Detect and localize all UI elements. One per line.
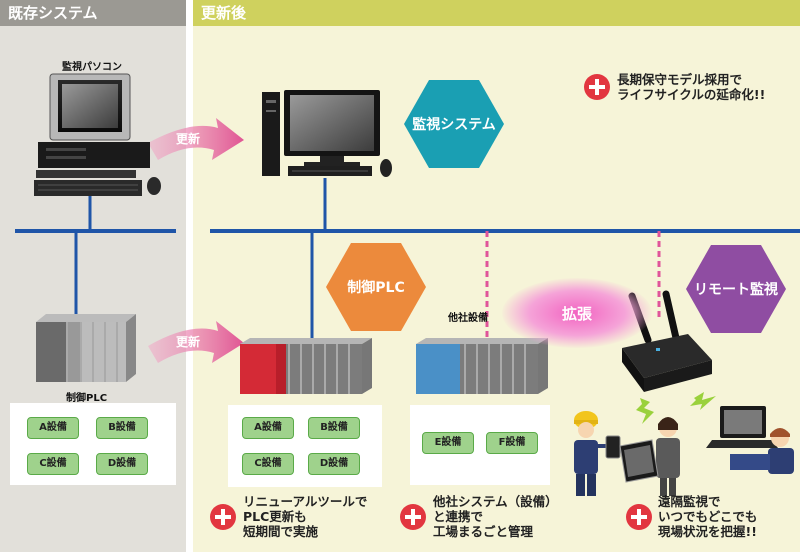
monitor-pc-label: 監視パソコン — [62, 62, 122, 73]
equipment-b-new: B設備 — [308, 417, 360, 439]
equipment-d-old: D設備 — [96, 453, 148, 475]
man-with-laptop-icon — [706, 406, 794, 474]
equipment-b-old: B設備 — [96, 417, 148, 439]
existing-system-header: 既存システム — [0, 0, 186, 26]
equipment-a-old: A設備 — [27, 417, 79, 439]
integration-plus-icon — [400, 504, 426, 530]
update-arrow-top-text: 更新 — [176, 131, 200, 146]
wireless-signal-icons — [636, 392, 716, 424]
equipment-c-old: C設備 — [27, 453, 79, 475]
old-plc-label: 制御PLC — [66, 393, 108, 404]
remote-monitoring-hex: リモート監視 — [686, 245, 786, 333]
integration-benefit: 他社システム（設備） と連携で 工場まるごと管理 — [433, 494, 558, 539]
lifecycle-benefit: 長期保守モデル採用で ライフサイクルの延命化!! — [617, 72, 766, 102]
network-lines — [15, 178, 800, 338]
update-arrow-bottom: 更新 — [148, 321, 244, 363]
new-monitor-pc-icon — [262, 90, 392, 177]
new-plc-icon — [240, 338, 372, 394]
old-equipment-box: A設備 B設備 C設備 D設備 — [10, 403, 176, 485]
renewal-plus-icon — [210, 504, 236, 530]
other-equipment-box: E設備 F設備 — [410, 405, 550, 485]
expansion-glow: 拡張 — [502, 278, 652, 348]
equipment-e: E設備 — [422, 432, 474, 454]
other-company-plc-icon — [416, 338, 548, 394]
old-plc-icon — [36, 314, 136, 382]
remote-benefit: 遠隔監視で いつでもどこでも 現場状況を把握!! — [658, 494, 758, 539]
remote-plus-icon — [626, 504, 652, 530]
equipment-a-new: A設備 — [242, 417, 294, 439]
new-equipment-box: A設備 B設備 C設備 D設備 — [228, 405, 382, 487]
other-equipment-label: 他社設備 — [448, 313, 488, 324]
equipment-f: F設備 — [486, 432, 538, 454]
renewal-benefit: リニューアルツールで PLC更新も 短期間で実施 — [243, 494, 368, 539]
updated-system-header: 更新後 — [193, 0, 800, 26]
equipment-c-new: C設備 — [242, 453, 294, 475]
worker-with-tablet-icon — [574, 411, 621, 496]
update-arrow-bottom-text: 更新 — [176, 334, 200, 349]
update-arrow-top: 更新 — [148, 118, 244, 160]
equipment-d-new: D設備 — [308, 453, 360, 475]
woman-with-tablet-icon — [619, 417, 680, 496]
old-monitor-pc-icon — [34, 73, 161, 196]
lifecycle-plus-icon — [584, 74, 610, 100]
